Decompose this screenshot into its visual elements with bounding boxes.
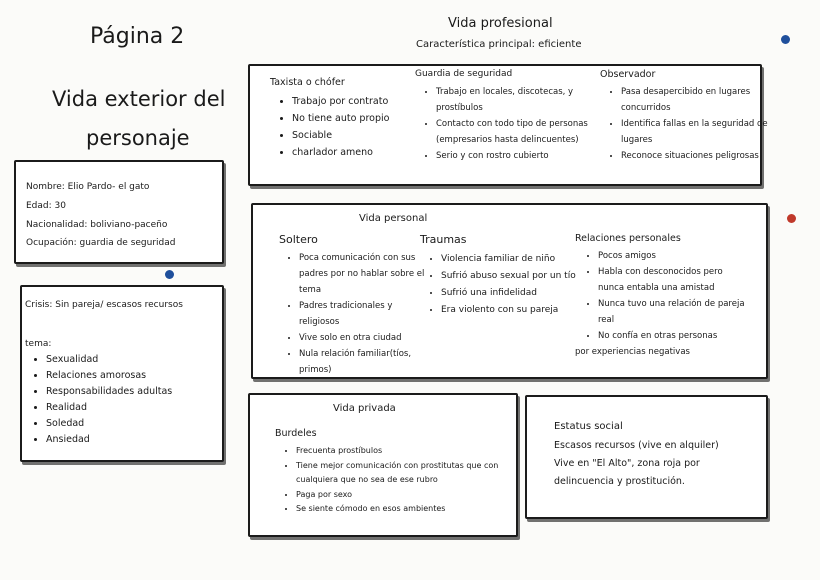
- list-item: Poca comunicación con sus padres por no …: [299, 250, 427, 298]
- personal-card: Vida personal Soltero Poca comunicación …: [251, 203, 768, 379]
- list-item: Sociable: [292, 127, 422, 144]
- estatus-title: Estatus social: [554, 421, 623, 432]
- crisis-card: Crisis: Sin pareja/ escasos recursos tem…: [20, 285, 224, 462]
- list-item: Se siente cómodo en esos ambientes: [296, 502, 506, 517]
- list-item: Frecuenta prostíbulos: [296, 444, 506, 459]
- list-item: Violencia familiar de niño: [441, 251, 576, 268]
- info-age: Edad: 30: [26, 201, 66, 211]
- list-item: Paga por sexo: [296, 488, 506, 503]
- list-item: Padres tradicionales y religiosos: [299, 298, 427, 330]
- privada-card: Vida privada Burdeles Frecuenta prostíbu…: [248, 393, 518, 537]
- list-item: Relaciones amorosas: [46, 368, 172, 384]
- estatus-line1: Escasos recursos (vive en alquiler): [554, 440, 719, 451]
- list-item: No tiene auto propio: [292, 110, 422, 127]
- estatus-line2: Vive en "El Alto", zona roja por delincu…: [554, 458, 700, 487]
- page-title-line1: Vida exterior del: [52, 87, 226, 111]
- estatus-card: Estatus social Escasos recursos (vive en…: [525, 395, 768, 519]
- list-item: Realidad: [46, 400, 172, 416]
- profesional-subtitle: Característica principal: eficiente: [416, 39, 582, 50]
- list-item: Trabajo en locales, discotecas, y prostí…: [436, 84, 606, 116]
- blue-dot-top-right: [781, 35, 790, 44]
- profesional-col2-head: Guardia de seguridad: [415, 69, 513, 79]
- personal-col2-head: Traumas: [420, 233, 467, 246]
- list-item: Responsabilidades adultas: [46, 384, 172, 400]
- personal-col1-list: Poca comunicación con sus padres por no …: [283, 250, 427, 378]
- list-item: Nula relación familiar(tíos, primos): [299, 346, 427, 378]
- personal-col1-head: Soltero: [279, 233, 318, 246]
- list-item: Serio y con rostro cubierto: [436, 148, 606, 164]
- crisis-title: Crisis: Sin pareja/ escasos recursos: [25, 300, 183, 310]
- red-dot-right: [787, 214, 796, 223]
- profesional-title: Vida profesional: [448, 16, 553, 31]
- privada-title: Vida privada: [333, 403, 396, 414]
- page-number: Página 2: [90, 24, 185, 49]
- profesional-col1-head: Taxista o chófer: [270, 77, 345, 88]
- list-item: Trabajo por contrato: [292, 93, 422, 110]
- profesional-card: Taxista o chófer Trabajo por contrato No…: [248, 64, 768, 186]
- character-info-card: Nombre: Elio Pardo- el gato Edad: 30 Nac…: [14, 160, 224, 264]
- list-item: Pasa desapercibido en lugares concurrido…: [621, 84, 771, 116]
- crisis-list: Sexualidad Relaciones amorosas Responsab…: [30, 352, 172, 448]
- list-item: No confía en otras personas: [598, 328, 748, 344]
- list-item: Sufrió una infidelidad: [441, 285, 576, 302]
- privada-list: Frecuenta prostíbulos Tiene mejor comuni…: [280, 444, 506, 517]
- list-item: Era violento con su pareja: [441, 302, 576, 319]
- personal-col2-list: Violencia familiar de niño Sufrió abuso …: [425, 251, 576, 319]
- info-occupation: Ocupación: guardia de seguridad: [26, 238, 176, 248]
- list-item: Sufrió abuso sexual por un tío: [441, 268, 576, 285]
- personal-col3-head: Relaciones personales: [575, 233, 681, 244]
- profesional-col1-list: Trabajo por contrato No tiene auto propi…: [276, 93, 422, 161]
- list-item: Pocos amigos: [598, 248, 748, 264]
- profesional-col3-head: Observador: [600, 69, 656, 80]
- list-item: Contacto con todo tipo de personas (empr…: [436, 116, 606, 148]
- personal-col3-list: Pocos amigos Habla con desconocidos pero…: [582, 248, 748, 344]
- list-item: charlador ameno: [292, 144, 422, 161]
- personal-title: Vida personal: [359, 213, 428, 224]
- personal-col3-extra: por experiencias negativas: [575, 347, 690, 357]
- privada-head: Burdeles: [275, 428, 317, 439]
- info-name: Nombre: Elio Pardo- el gato: [26, 182, 150, 192]
- list-item: Identifica fallas en la seguridad de lug…: [621, 116, 771, 148]
- list-item: Soledad: [46, 416, 172, 432]
- list-item: Vive solo en otra ciudad: [299, 330, 427, 346]
- profesional-col2-list: Trabajo en locales, discotecas, y prostí…: [420, 84, 606, 164]
- list-item: Reconoce situaciones peligrosas: [621, 148, 771, 164]
- list-item: Tiene mejor comunicación con prostitutas…: [296, 459, 506, 488]
- info-nationality: Nacionalidad: boliviano-paceño: [26, 220, 168, 230]
- list-item: Sexualidad: [46, 352, 172, 368]
- blue-dot-left: [165, 270, 174, 279]
- list-item: Habla con desconocidos pero nunca entabl…: [598, 264, 748, 296]
- profesional-col3-list: Pasa desapercibido en lugares concurrido…: [605, 84, 771, 164]
- page-title-line2: personaje: [86, 126, 190, 150]
- list-item: Nunca tuvo una relación de pareja real: [598, 296, 748, 328]
- crisis-tema-label: tema:: [25, 339, 52, 349]
- list-item: Ansiedad: [46, 432, 172, 448]
